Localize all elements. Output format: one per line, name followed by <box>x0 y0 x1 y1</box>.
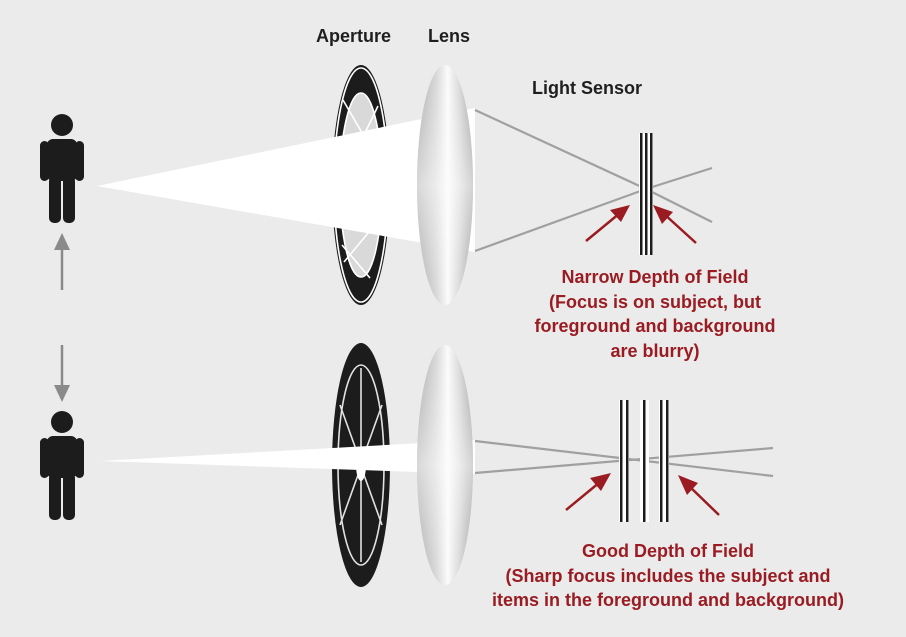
up-arrow-icon <box>54 233 70 290</box>
good-dof-line1: (Sharp focus includes the subject and <box>505 565 831 586</box>
narrow-dof-title: Narrow Depth of Field <box>561 267 749 287</box>
light-rays <box>474 109 713 253</box>
light-sensor-label: Light Sensor <box>532 78 643 98</box>
lens-icon <box>417 345 473 585</box>
good-dof-caption: Good Depth of Field (Sharp focus include… <box>463 539 873 613</box>
down-arrow-icon <box>54 345 70 402</box>
good-dof-row <box>40 343 774 587</box>
lens-label: Lens <box>428 26 471 46</box>
narrow-dof-line3: are blurry) <box>610 340 700 361</box>
light-beam <box>100 440 475 474</box>
pointer-arrow-icon <box>585 205 697 244</box>
good-dof-title: Good Depth of Field <box>582 541 754 561</box>
lens-icon <box>417 65 473 305</box>
person-icon <box>40 411 84 520</box>
narrow-dof-row <box>40 65 713 305</box>
aperture-label: Aperture <box>316 26 392 46</box>
light-beam <box>97 108 475 252</box>
person-icon <box>40 114 84 223</box>
sensor-icon <box>619 400 669 522</box>
pointer-arrow-icon <box>565 473 720 516</box>
good-dof-line2: items in the foreground and background) <box>491 590 844 610</box>
narrow-dof-line2: foreground and background <box>534 316 776 336</box>
narrow-dof-line1: (Focus is on subject, but <box>548 291 761 312</box>
sensor-icon <box>639 133 653 255</box>
narrow-dof-caption: Narrow Depth of Field (Focus is on subje… <box>480 265 830 363</box>
